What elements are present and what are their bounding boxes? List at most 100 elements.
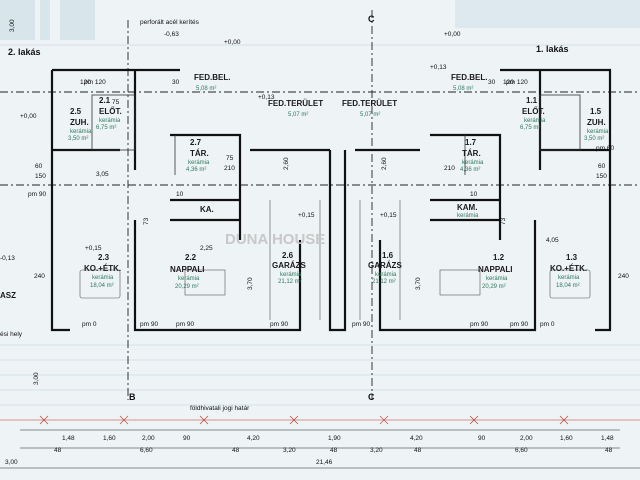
svg-text:210: 210: [444, 165, 455, 172]
elevation-markers: +0,00 +0,00 +0,13 +0,13 -0,63 +0,15 +0,1…: [0, 31, 461, 262]
svg-text:3,00: 3,00: [33, 372, 40, 385]
svg-text:2,00: 2,00: [520, 435, 533, 442]
svg-text:120: 120: [80, 79, 91, 86]
svg-text:ZUH.: ZUH.: [587, 118, 606, 127]
svg-text:2,00: 2,00: [142, 435, 155, 442]
svg-text:75: 75: [226, 155, 234, 162]
svg-text:48: 48: [330, 447, 338, 454]
room-2-3: 2.3 KO.+ÉTK. kerámia 18,04 m²: [84, 253, 121, 289]
svg-text:pm 120: pm 120: [84, 79, 106, 86]
svg-text:KA.: KA.: [200, 205, 214, 214]
svg-text:90: 90: [478, 435, 486, 442]
svg-text:GARÁZS: GARÁZS: [272, 261, 306, 270]
covered-label: FED.TERÜLET: [268, 99, 323, 108]
svg-text:6,75 m²: 6,75 m²: [96, 125, 116, 131]
room-1-6: 1.6 GARÁZS kerámia 21,12 m²: [368, 251, 402, 285]
cut-room-label: ASZ: [0, 291, 16, 300]
section-mark-c-bottom: C: [368, 392, 375, 402]
svg-text:21,12 m²: 21,12 m²: [278, 279, 302, 285]
svg-text:240: 240: [618, 273, 629, 280]
elevation-mark: +0,00: [20, 113, 37, 120]
svg-text:20,29 m²: 20,29 m²: [482, 284, 506, 290]
svg-text:kerámia: kerámia: [486, 276, 508, 282]
svg-text:4,20: 4,20: [410, 435, 423, 442]
svg-text:120: 120: [503, 79, 514, 86]
svg-text:30: 30: [172, 79, 180, 86]
svg-text:3,00: 3,00: [5, 459, 18, 466]
elevation-mark: +0,15: [85, 245, 102, 252]
dimension-chain-1: 1,48 1,60 2,00 90 4,20 1,90 4,20 90 2,00…: [20, 429, 620, 442]
opening-labels: pm 0 pm 90 pm 90 pm 90 pm 90 pm 90 pm 90…: [28, 79, 614, 328]
room-1-5: 1.5 ZUH. kerámia 3,50 m²: [584, 107, 609, 142]
room-ka: KA.: [200, 205, 214, 214]
svg-text:kerámia: kerámia: [99, 118, 121, 124]
svg-text:pm 120: pm 120: [506, 79, 528, 86]
svg-text:1,60: 1,60: [103, 435, 116, 442]
room-1-1: 1.1 ELŐT. kerámia 6,75 m²: [520, 96, 546, 131]
elevation-mark: +0,00: [224, 39, 241, 46]
svg-text:2.6: 2.6: [282, 251, 294, 260]
svg-text:4,20: 4,20: [247, 435, 260, 442]
room-2-2: 2.2 NAPPALI kerámia 20,29 m²: [170, 253, 205, 290]
svg-text:1.3: 1.3: [566, 253, 578, 262]
svg-text:6,75 m²: 6,75 m²: [520, 125, 540, 131]
svg-text:150: 150: [35, 173, 46, 180]
building-walls: [50, 68, 612, 332]
watermark: DUNA HOUSE: [225, 231, 325, 248]
svg-text:2.5: 2.5: [70, 107, 82, 116]
svg-text:ELŐT.: ELŐT.: [99, 107, 122, 116]
svg-text:3,70: 3,70: [415, 277, 422, 290]
furniture: [79, 200, 591, 320]
svg-text:18,04 m²: 18,04 m²: [90, 283, 114, 289]
dimension-chain-total: 3,00 21,46: [0, 459, 640, 469]
svg-text:NAPPALI: NAPPALI: [170, 265, 205, 274]
covered-area: 5,08 m²: [453, 86, 473, 92]
svg-text:10: 10: [176, 191, 184, 198]
covered-label: FED.BEL.: [194, 73, 230, 82]
covered-area: 5,07 m²: [360, 112, 380, 118]
svg-text:48: 48: [414, 447, 422, 454]
svg-text:kerámia: kerámia: [178, 276, 200, 282]
svg-text:6,60: 6,60: [515, 447, 528, 454]
svg-text:kerámia: kerámia: [524, 118, 546, 124]
svg-text:2,60: 2,60: [283, 157, 290, 170]
svg-text:kerámia: kerámia: [457, 213, 479, 219]
svg-text:kerámia: kerámia: [70, 129, 92, 135]
svg-text:TÁR.: TÁR.: [462, 149, 481, 158]
svg-text:73: 73: [143, 217, 150, 225]
room-1-2: 1.2 NAPPALI kerámia 20,29 m²: [478, 253, 513, 290]
svg-text:21,46: 21,46: [316, 459, 333, 466]
svg-text:pm 90: pm 90: [352, 321, 370, 328]
svg-text:kerámia: kerámia: [587, 129, 609, 135]
svg-text:2.7: 2.7: [190, 138, 202, 147]
apartment-right-label: 1. lakás: [536, 44, 569, 54]
svg-text:240: 240: [34, 273, 45, 280]
svg-text:90: 90: [183, 435, 191, 442]
covered-area-labels: FED.BEL. 5,08 m² FED.TERÜLET 5,07 m² FED…: [194, 73, 487, 118]
svg-text:4,36 m²: 4,36 m²: [460, 167, 480, 173]
elevation-mark: +0,13: [430, 64, 447, 71]
elevation-mark: -0,63: [164, 31, 179, 38]
svg-text:10: 10: [470, 191, 478, 198]
svg-text:pm 90: pm 90: [470, 321, 488, 328]
svg-text:pm 90: pm 90: [28, 191, 46, 198]
svg-text:48: 48: [232, 447, 240, 454]
parking-note: ési hely: [0, 331, 23, 338]
svg-text:20,29 m²: 20,29 m²: [175, 284, 199, 290]
svg-text:3,70: 3,70: [247, 277, 254, 290]
svg-text:KO.+ÉTK.: KO.+ÉTK.: [550, 264, 587, 273]
elevation-mark: -0,13: [0, 255, 15, 262]
axis-lines: [0, 10, 640, 400]
svg-text:1.1: 1.1: [526, 96, 538, 105]
svg-text:6,60: 6,60: [140, 447, 153, 454]
room-1-7: 1.7 TÁR. kerámia 4,36 m²: [460, 138, 484, 173]
grid-lines: [0, 44, 640, 406]
svg-text:21,12 m²: 21,12 m²: [372, 279, 396, 285]
svg-text:48: 48: [54, 447, 62, 454]
section-mark-c-top: C: [368, 14, 375, 24]
svg-text:ZUH.: ZUH.: [70, 118, 89, 127]
room-2-7: 2.7 TÁR. kerámia 4,36 m²: [186, 138, 210, 173]
svg-text:2,60: 2,60: [381, 157, 388, 170]
elevation-mark: +0,15: [298, 212, 315, 219]
